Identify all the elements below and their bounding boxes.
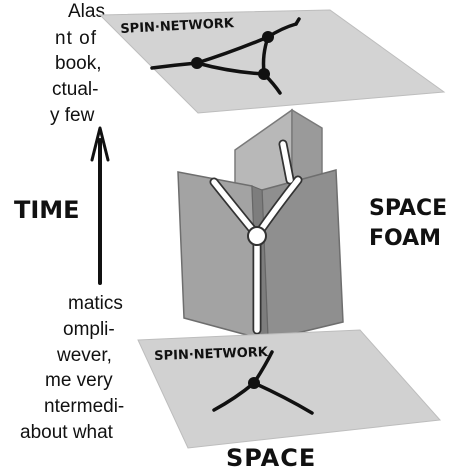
foam-sheet-left <box>178 172 258 338</box>
label-time: TIME <box>14 196 80 224</box>
time-arrow <box>92 128 108 283</box>
foam-sheet-right <box>262 170 343 340</box>
top-node-2 <box>262 31 274 43</box>
bottom-node <box>248 377 260 389</box>
foam-vertex <box>248 227 266 245</box>
space-foam <box>178 110 343 340</box>
label-space-foam-line2: FOAM <box>369 226 441 251</box>
label-space-foam-line1: SPACE <box>369 196 447 221</box>
top-node-3 <box>258 68 270 80</box>
label-space: SPACE <box>226 444 316 472</box>
top-node-1 <box>191 57 203 69</box>
